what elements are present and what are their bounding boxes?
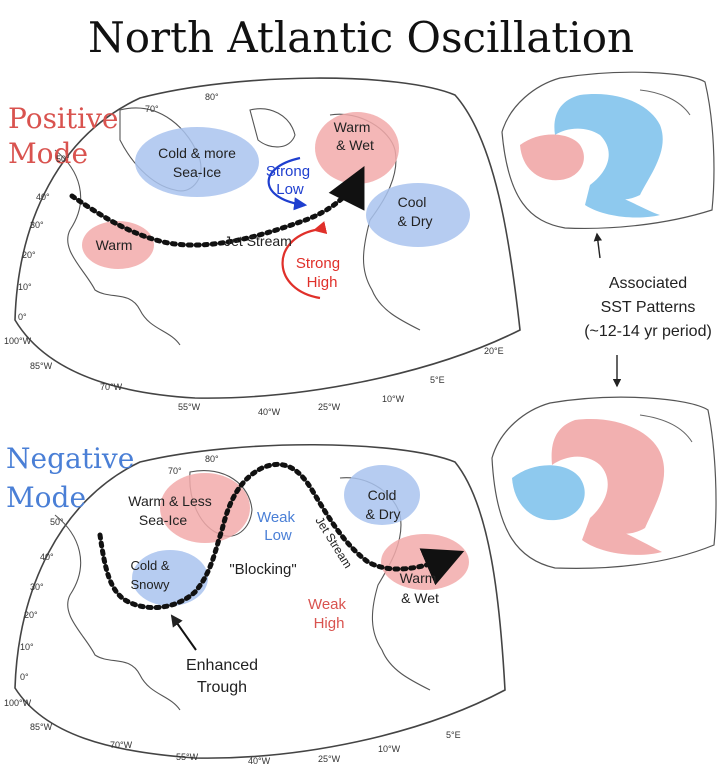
sst-warm-patch <box>520 134 584 181</box>
pos-lon-85w: 85°W <box>30 361 53 371</box>
strong-high-label-2: High <box>307 274 338 291</box>
warm-label: Warm <box>96 237 133 253</box>
pos-lat-70: 70° <box>145 104 159 114</box>
negative-mode-label-2: Mode <box>6 481 86 514</box>
pos-lat-20: 20° <box>22 250 36 260</box>
page-title: North Atlantic Oscillation <box>88 13 634 62</box>
sst-map-negative <box>491 396 717 569</box>
neg-lat-80: 80° <box>205 454 219 464</box>
neg-lat-0: 0° <box>20 672 29 682</box>
coastline-north-america <box>54 149 181 346</box>
sst-warm-band <box>551 419 665 534</box>
warm-wet-label-1: Warm <box>400 570 437 586</box>
weak-low-label-2: Low <box>264 527 292 544</box>
neg-lat-50: 50° <box>50 517 64 527</box>
cold-sea-ice-region <box>135 127 259 197</box>
warm-wet-label-2: & Wet <box>336 137 374 153</box>
cold-dry-label-1: Cold <box>368 487 397 503</box>
coastline-iceland <box>249 108 296 148</box>
cold-snowy-label-1: Cold & <box>130 558 169 573</box>
neg-lat-10: 10° <box>20 642 34 652</box>
sst-outline <box>501 71 715 230</box>
sst-outline <box>491 396 717 569</box>
pos-lon-10w: 10°W <box>382 394 405 404</box>
strong-low-label-2: Low <box>276 181 304 198</box>
positive-mode-label-1: Positive <box>8 102 118 135</box>
neg-lon-40w: 40°W <box>248 756 271 766</box>
cool-dry-region <box>366 183 470 247</box>
cold-dry-label-2: & Dry <box>366 506 401 522</box>
cool-dry-label-1: Cool <box>398 194 427 210</box>
warm-wet-region <box>315 112 399 184</box>
strong-low-label-1: Strong <box>266 163 310 180</box>
weak-high-label-1: Weak <box>308 596 347 613</box>
strong-low-circulation-icon <box>267 156 308 211</box>
neg-lat-70: 70° <box>168 466 182 476</box>
pos-lon-25w: 25°W <box>318 402 341 412</box>
sst-cold-band <box>554 94 663 200</box>
enhanced-trough-pointer-icon <box>170 614 197 651</box>
pos-lat-0: 0° <box>18 312 27 322</box>
neg-lat-40: 40° <box>40 552 54 562</box>
sst-label-1: Associated <box>609 275 687 292</box>
sst-label-3: (~12-14 yr period) <box>584 323 712 340</box>
enhanced-trough-label-1: Enhanced <box>186 657 258 674</box>
strong-high-label-1: Strong <box>296 255 340 272</box>
neg-lon-55w: 55°W <box>176 752 199 762</box>
positive-mode-label-2: Mode <box>8 137 88 170</box>
pos-lon-5e: 5°E <box>430 375 445 385</box>
neg-lon-10w: 10°W <box>378 744 401 754</box>
negative-mode-label-1: Negative <box>6 442 134 475</box>
cold-sea-ice-label-2: Sea-Ice <box>173 164 221 180</box>
warm-wet-label-2: & Wet <box>401 590 439 606</box>
sst-coastline <box>639 414 693 443</box>
cool-dry-label-2: & Dry <box>398 213 433 229</box>
sst-label-2: SST Patterns <box>601 299 696 316</box>
jet-stream-label: Jet Stream <box>224 233 292 249</box>
sst-warm-tropical <box>582 518 662 555</box>
coastline-north-america <box>54 514 181 711</box>
neg-lon-85w: 85°W <box>30 722 53 732</box>
blocking-label: "Blocking" <box>229 561 296 578</box>
positive-mode-map: Positive Mode Cold & more Sea-Ice Warm &… <box>4 77 521 417</box>
sst-cold-tropical <box>585 185 660 218</box>
neg-lon-70w: 70°W <box>110 740 133 750</box>
cold-snowy-label-2: Snowy <box>130 577 170 592</box>
neg-lat-30: 30° <box>30 582 44 592</box>
sst-cold-patch <box>512 465 585 521</box>
cold-sea-ice-label-1: Cold & more <box>158 145 236 161</box>
pos-lon-20e: 20°E <box>484 346 504 356</box>
enhanced-trough-label-2: Trough <box>197 679 247 696</box>
pos-lat-80: 80° <box>205 92 219 102</box>
cold-snowy-region <box>132 550 208 606</box>
warm-less-ice-label-1: Warm & Less <box>128 493 212 509</box>
pos-lon-100w: 100°W <box>4 336 32 346</box>
weak-low-label-1: Weak <box>257 509 296 526</box>
warm-less-ice-label-2: Sea-Ice <box>139 512 187 528</box>
sst-coastline <box>639 89 691 116</box>
warm-wet-label-1: Warm <box>334 119 371 135</box>
sst-up-arrow-icon <box>593 232 603 259</box>
neg-lon-100w: 100°W <box>4 698 32 708</box>
pos-lon-70w: 70°W <box>100 382 123 392</box>
strong-high-circulation-icon <box>281 221 328 300</box>
pos-lat-50: 50° <box>56 154 70 164</box>
jet-stream-arrow <box>97 461 465 611</box>
sst-map-positive <box>501 71 715 230</box>
neg-lon-25w: 25°W <box>318 754 341 764</box>
neg-lat-20: 20° <box>24 610 38 620</box>
warm-less-ice-region <box>160 473 250 543</box>
pos-lat-30: 30° <box>30 220 44 230</box>
pos-lat-40: 40° <box>36 192 50 202</box>
negative-mode-map: Negative Mode Warm & Less Sea-Ice Weak L… <box>4 442 506 766</box>
pos-lon-40w: 40°W <box>258 407 281 417</box>
neg-lon-5e: 5°E <box>446 730 461 740</box>
cold-dry-region <box>344 465 420 525</box>
jet-stream-arrow <box>69 166 365 248</box>
weak-high-label-2: High <box>314 615 345 632</box>
pos-lon-55w: 55°W <box>178 402 201 412</box>
pos-lat-10: 10° <box>18 282 32 292</box>
